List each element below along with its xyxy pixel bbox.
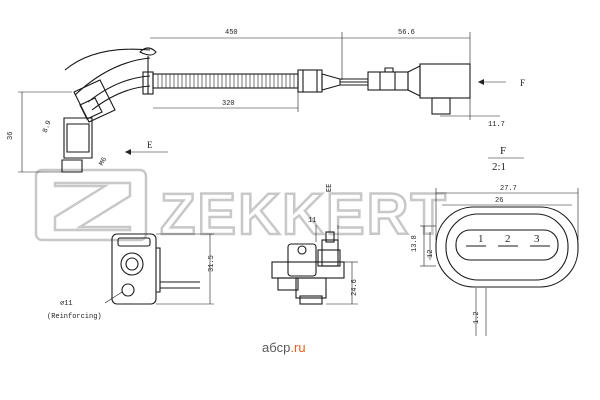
dim-thread: M6 <box>98 156 109 167</box>
abcp-logo-text: aбcp.ru <box>262 340 306 355</box>
connector-face-view: 27.7 26 1 2 3 13.8 12 1.2 <box>411 185 579 336</box>
sleeve-ribs <box>157 74 295 88</box>
sensor-side-view: 31.5 ⌀11 (Reinforcing) <box>47 233 216 321</box>
dim-cable-total: 450 <box>225 29 238 37</box>
pin-2-label: 2 <box>505 233 511 245</box>
dim-connector-height: 13.8 <box>411 235 419 252</box>
dim-sensor-height: 36 <box>7 132 15 140</box>
dim-plug-length: 56.6 <box>398 29 415 37</box>
dim-sensor-width: 8.9 <box>42 120 54 135</box>
view-f-scale: 2:1 <box>492 161 506 173</box>
watermark-text: ZEKKERT <box>160 182 448 247</box>
dim-bracket-vertical: EE <box>326 184 334 192</box>
pin-1-label: 1 <box>478 233 484 245</box>
view-e-label: E <box>147 140 153 150</box>
dim-bracket-top: 11 <box>308 217 316 225</box>
pin-2: 2 <box>498 233 518 247</box>
pin-3-label: 3 <box>534 233 540 245</box>
abcp-logo-name: aбcp <box>262 340 290 355</box>
abcp-logo: aбcp.ru <box>262 340 306 355</box>
zekkert-watermark: ZEKKERT <box>34 168 448 248</box>
sensor-head-view: 36 8.9 M6 E <box>7 79 168 173</box>
abcp-logo-suffix: .ru <box>290 340 305 355</box>
dim-connector-inner-height: 12 <box>427 250 435 258</box>
view-f-title: F 2:1 <box>488 145 524 173</box>
dim-connector-inner: 26 <box>495 197 503 205</box>
dim-side-height: 31.5 <box>208 255 216 272</box>
pin-1: 1 <box>466 233 486 247</box>
dim-hole-diameter: ⌀11 <box>60 300 73 308</box>
dim-connector-outer: 27.7 <box>500 185 517 193</box>
sensor-bracket-view: 11 EE 24.6 <box>271 184 359 305</box>
dim-sleeve-length: 320 <box>222 100 235 108</box>
view-f-arrow-label: F <box>520 78 525 88</box>
dim-bracket-height: 24.6 <box>351 279 359 296</box>
cable-assembly-view: 450 56.6 320 11.7 <box>64 29 525 129</box>
pin-3: 3 <box>530 233 550 247</box>
dim-plug-offset: 11.7 <box>488 121 505 129</box>
dim-pin-offset: 1.2 <box>473 311 481 324</box>
view-f-title-letter: F <box>500 145 506 157</box>
reinforcing-note: (Reinforcing) <box>47 313 102 321</box>
